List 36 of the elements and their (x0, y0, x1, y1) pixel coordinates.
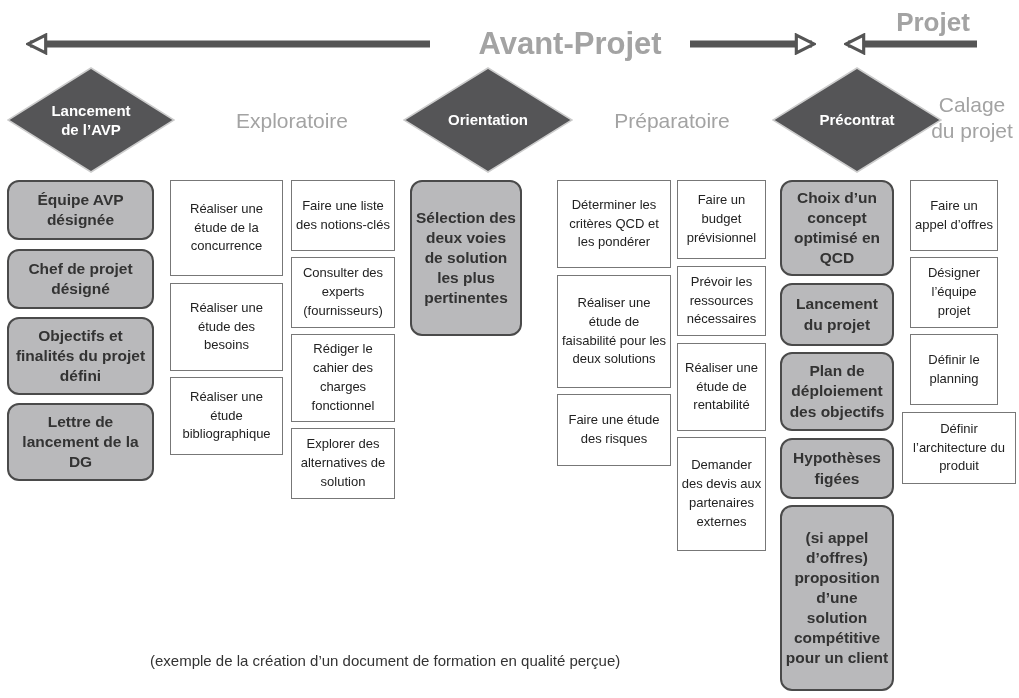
phase-label: Exploratoire (235, 107, 349, 134)
task-box: Réaliser une étude des besoins (170, 283, 283, 371)
task-box: Faire un budget prévisionnel (677, 180, 766, 259)
caption: (exemple de la création d’un document de formation en qualité perçue) (150, 652, 621, 669)
deliverable-box: Chef de projet désigné (7, 249, 154, 309)
deliverable-box: Lancement du projet (780, 283, 894, 346)
task-box: Faire une liste des notions-clés (291, 180, 395, 251)
task-box: Réaliser une étude de rentabilité (677, 343, 766, 431)
span-label: Projet (896, 5, 970, 39)
task-box: Rédiger le cahier des charges fonctionnel (291, 334, 395, 422)
phase-label: Préparatoire (614, 107, 730, 134)
task-box: Déterminer les critères QCD et les pondérer (557, 180, 671, 268)
task-box: Consulter des experts (fournisseurs) (291, 257, 395, 328)
span-label: Avant-Projet (478, 24, 662, 63)
task-box: Prévoir les ressources nécessaires (677, 266, 766, 336)
deliverable-box: (si appel d’offres) proposition d’une solution compétitive pour un client (780, 505, 894, 691)
phase-label: Calage du projet (931, 91, 1013, 144)
task-box: Désigner l’équipe projet (910, 257, 998, 328)
task-box: Explorer des alternatives de solution (291, 428, 395, 499)
deliverable-box: Plan de déploiement des objectifs (780, 352, 894, 431)
milestone-diamond: Orientation (403, 67, 573, 173)
task-box: Demander des devis aux partenaires externes (677, 437, 766, 551)
task-box: Réaliser une étude de faisabilité pour les deux solutions (557, 275, 671, 388)
deliverable-box: Choix d’un concept optimisé en QCD (780, 180, 894, 276)
deliverable-box: Sélection des deux voies de solution les plus pertinentes (410, 180, 522, 336)
task-box: Définir le planning (910, 334, 998, 405)
task-box: Faire une étude des risques (557, 394, 671, 466)
task-box: Réaliser une étude bibliographique (170, 377, 283, 455)
deliverable-box: Lettre de lancement de la DG (7, 403, 154, 481)
deliverable-box: Hypothèses figées (780, 438, 894, 499)
task-box: Réaliser une étude de la concurrence (170, 180, 283, 276)
deliverable-box: Objectifs et finalités du projet défini (7, 317, 154, 395)
task-box: Faire un appel d’offres (910, 180, 998, 251)
milestone-diamond: Lancement de l’AVP (7, 67, 175, 173)
deliverable-box: Équipe AVP désignée (7, 180, 154, 240)
task-box: Définir l’architecture du produit (902, 412, 1016, 484)
